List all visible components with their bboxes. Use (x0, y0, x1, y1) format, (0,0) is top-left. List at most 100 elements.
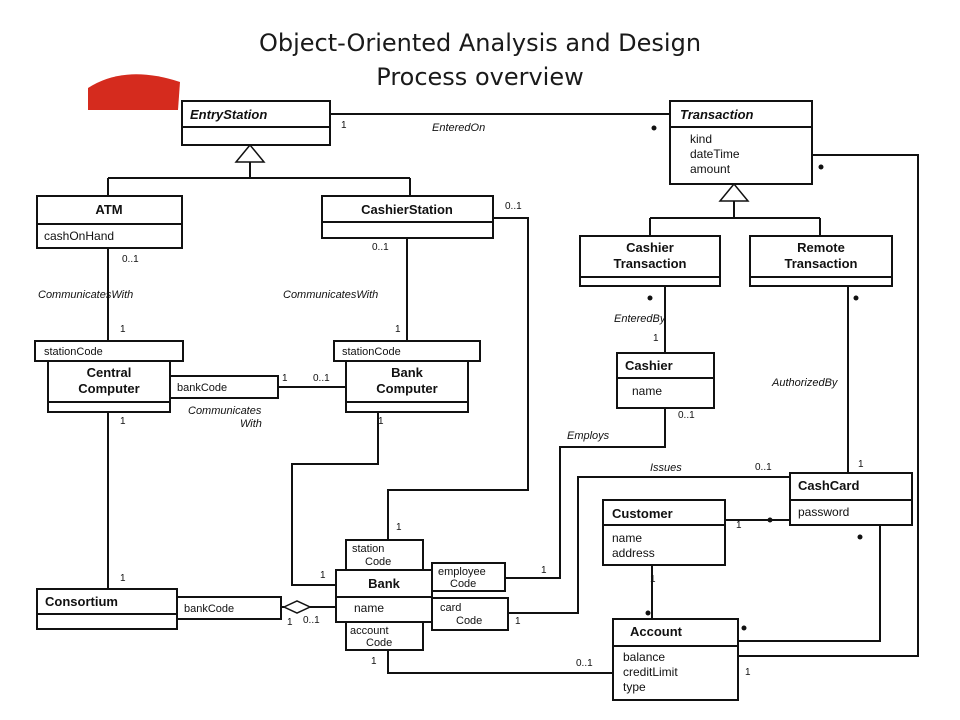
class-name-bank-computer-2: Computer (376, 381, 437, 396)
qualifier-text-card-1: card (440, 602, 461, 614)
attr-date-time: dateTime (690, 147, 740, 161)
attr-type: type (623, 680, 646, 694)
mult-consortium-bank-zero-one: 0..1 (303, 615, 320, 626)
mult-consortium-one: 1 (120, 573, 126, 584)
mult-employee-one: 1 (541, 565, 547, 576)
many-dot (767, 517, 773, 523)
mult-central-consortium-one: 1 (120, 416, 126, 427)
class-name-central-computer-2: Computer (78, 381, 139, 396)
qualifier-text-central-bank-code: bankCode (177, 382, 227, 394)
class-name-consortium: Consortium (45, 594, 118, 609)
qualifier-bank-card-code (431, 597, 509, 631)
qualifier-text-employee-2: Code (450, 578, 476, 590)
mult-account-transaction-one: 1 (745, 667, 751, 678)
class-name-cashier-station: CashierStation (361, 202, 453, 217)
attr-cash-on-hand: cashOnHand (44, 229, 114, 243)
mult-cashier-station-bank-zero-one: 0..1 (505, 201, 522, 212)
mult-consortium-bank-one: 1 (287, 617, 293, 628)
class-name-transaction: Transaction (680, 107, 754, 122)
qualifier-bank-station-code (345, 539, 424, 571)
title-line-1: Object-Oriented Analysis and Design (258, 29, 702, 57)
qualifier-bank-account-code (345, 621, 424, 651)
class-account[interactable] (612, 618, 739, 701)
mult-bank-station-one: 1 (396, 522, 402, 533)
class-transaction[interactable] (669, 100, 813, 185)
mult-customer-one: 1 (736, 520, 742, 531)
qualifier-text-card-2: Code (456, 615, 482, 627)
attr-bank-name: name (354, 601, 384, 615)
mult-central-bank-one: 1 (282, 373, 288, 384)
attr-balance: balance (623, 650, 665, 664)
assoc-issues: Issues (650, 462, 682, 474)
generalization-triangle-transaction (718, 182, 750, 202)
attr-kind: kind (690, 132, 712, 146)
attr-credit-limit: creditLimit (623, 665, 678, 679)
aggregation-diamond (282, 600, 312, 614)
many-dot (645, 610, 651, 616)
class-name-atm: ATM (95, 202, 122, 217)
mult-bank-account-zero-one: 0..1 (576, 658, 593, 669)
mult-customer-account-one: 1 (650, 574, 656, 585)
class-name-remote-transaction-1: Remote (797, 240, 845, 255)
class-name-cash-card: CashCard (798, 478, 859, 493)
qualifier-central-bank-code (169, 375, 279, 399)
qualifier-consortium-bank-code (176, 596, 282, 620)
class-central-computer[interactable] (47, 360, 171, 413)
mult-bank-computer-bank-one: 1 (378, 416, 384, 427)
many-dot (818, 164, 824, 170)
generalization-triangle-entry-station (234, 143, 266, 163)
mult-issues-zero-one: 0..1 (755, 462, 772, 473)
class-name-cashier-transaction-1: Cashier (626, 240, 674, 255)
mult-cashier-zero-one: 0..1 (678, 410, 695, 421)
assoc-cashier-communicates-with: CommunicatesWith (283, 289, 378, 301)
red-accent-shape (88, 74, 180, 110)
class-bank-computer[interactable] (345, 360, 469, 413)
assoc-communicates-2: With (240, 418, 262, 430)
assoc-employs: Employs (567, 430, 610, 442)
attr-amount: amount (690, 162, 731, 176)
attr-customer-name: name (612, 531, 642, 545)
assoc-atm-communicates-with: CommunicatesWith (38, 289, 133, 301)
mult-bank-one: 1 (320, 570, 326, 581)
qualifier-text-bank-station-code: stationCode (342, 346, 401, 358)
mult-central-bank-zero-one: 0..1 (313, 373, 330, 384)
class-name-remote-transaction-2: Transaction (785, 256, 858, 271)
qualifier-text-central-station-code: stationCode (44, 346, 103, 358)
assoc-entered-on: EnteredOn (432, 122, 485, 134)
class-consortium[interactable] (36, 588, 178, 630)
mult-bank-account-one: 1 (371, 656, 377, 667)
slide-title: Object-Oriented Analysis and Design Proc… (0, 26, 960, 94)
mult-cashier-station-zero-one: 0..1 (372, 242, 389, 253)
class-name-customer: Customer (612, 506, 673, 521)
class-name-account: Account (630, 624, 683, 639)
assoc-communicates-1: Communicates (188, 405, 262, 417)
mult-cashier-one: 1 (653, 333, 659, 344)
qualifier-text-station-1: station (352, 543, 384, 555)
mult-cash-card-one: 1 (858, 459, 864, 470)
class-entry-station[interactable] (181, 100, 331, 146)
qualifier-text-station-2: Code (365, 556, 391, 568)
qualifier-text-consortium-bank-code: bankCode (184, 603, 234, 615)
class-name-bank: Bank (368, 576, 401, 591)
qualifier-text-employee-1: employee (438, 566, 486, 578)
mult-bank-computer-one: 1 (395, 324, 401, 335)
mult-card-one: 1 (515, 616, 521, 627)
class-cashier-station[interactable] (321, 195, 494, 239)
many-dot (741, 625, 747, 631)
qualifier-text-account-2: Code (366, 637, 392, 649)
mult-entry-station-one: 1 (341, 120, 347, 131)
attr-password: password (798, 505, 849, 519)
class-name-entry-station: EntryStation (190, 107, 267, 122)
class-name-cashier-transaction-2: Transaction (614, 256, 687, 271)
title-line-2: Process overview (376, 63, 584, 91)
class-name-central-computer-1: Central (87, 365, 132, 380)
class-atm[interactable] (36, 195, 183, 249)
class-customer[interactable] (602, 499, 726, 566)
attr-address: address (612, 546, 655, 560)
assoc-entered-by: EnteredBy (614, 313, 667, 325)
mult-central-one: 1 (120, 324, 126, 335)
mult-atm-zero-one: 0..1 (122, 254, 139, 265)
class-cashier[interactable] (616, 352, 715, 409)
class-name-bank-computer-1: Bank (391, 365, 424, 380)
